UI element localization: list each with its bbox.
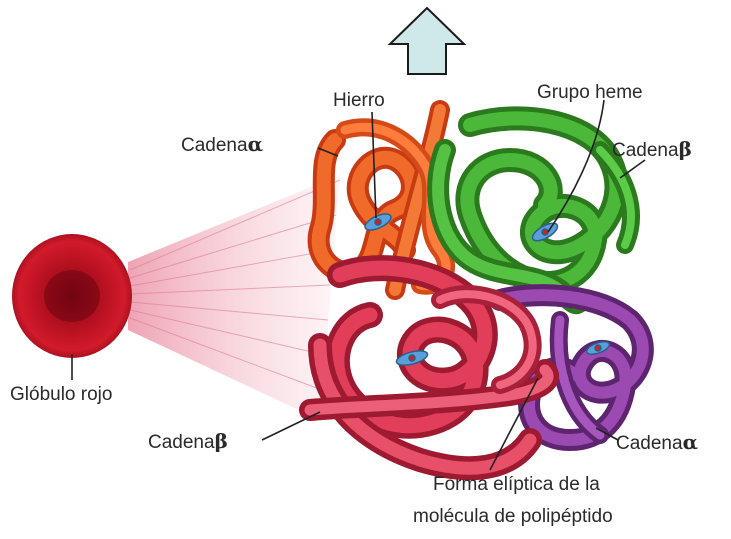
label-cadena-beta-bottom: Cadenaβ [148, 430, 228, 454]
red-blood-cell [12, 234, 132, 358]
label-grupo-heme: Grupo heme [537, 82, 643, 104]
label-cadena-alpha-top: Cadenaα [181, 133, 263, 157]
label-hierro: Hierro [333, 90, 385, 112]
up-arrow-icon [390, 8, 464, 74]
label-globulo-rojo: Glóbulo rojo [10, 384, 112, 406]
label-forma-line1: Forma elíptica de la [433, 474, 600, 496]
label-cadena-beta-top: Cadenaβ [612, 138, 692, 162]
beta-chain-top [438, 118, 631, 303]
magnification-cone [128, 175, 340, 420]
label-forma-line2: molécula de polipéptido [413, 506, 613, 528]
label-cadena-alpha-bottom: Cadenaα [616, 431, 698, 455]
beta-chain-bottom [310, 268, 548, 468]
